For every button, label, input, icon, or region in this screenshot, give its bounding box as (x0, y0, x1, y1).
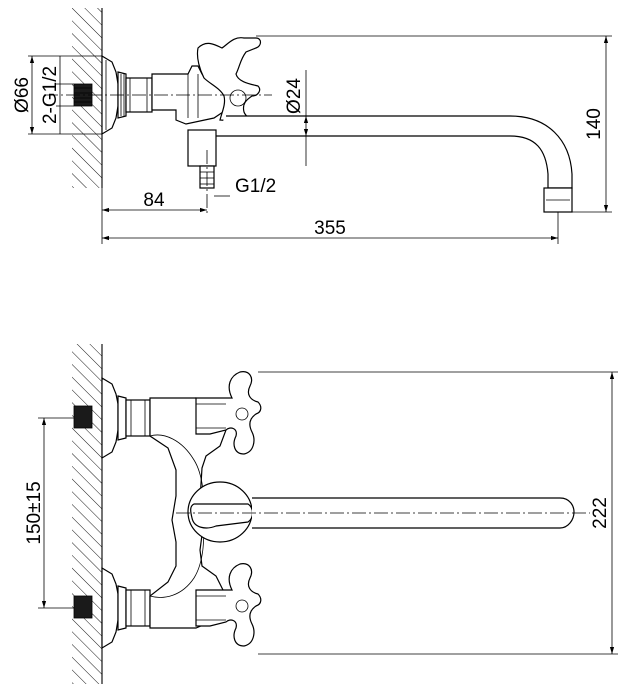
inlet-thread-upper (73, 405, 93, 429)
side-view: Ø66 2-G1/2 Ø24 140 G1/2 84 355 (12, 8, 612, 244)
dim-outlet-thread: G1/2 (235, 176, 276, 197)
dim-total-width: 222 (590, 497, 611, 529)
handle-lower (195, 563, 262, 647)
top-view: 150±15 222 (24, 344, 618, 684)
dim-spout-length: 355 (314, 218, 346, 239)
dim-offset: 84 (143, 190, 165, 211)
handle-side-top (196, 37, 262, 135)
diverter-top (187, 129, 217, 167)
dim-center-distance: 150±15 (24, 481, 45, 544)
dim-spout-diameter: Ø24 (284, 78, 305, 114)
dim-flange-diameter: Ø66 (12, 77, 33, 113)
spout-top (214, 115, 573, 189)
dim-inlet-thread: 2-G1/2 (40, 66, 61, 124)
dim-height: 140 (584, 108, 605, 140)
inlet-thread-lower (73, 595, 93, 619)
wall-hatch-bottom (72, 344, 102, 684)
handle-upper (195, 371, 262, 455)
